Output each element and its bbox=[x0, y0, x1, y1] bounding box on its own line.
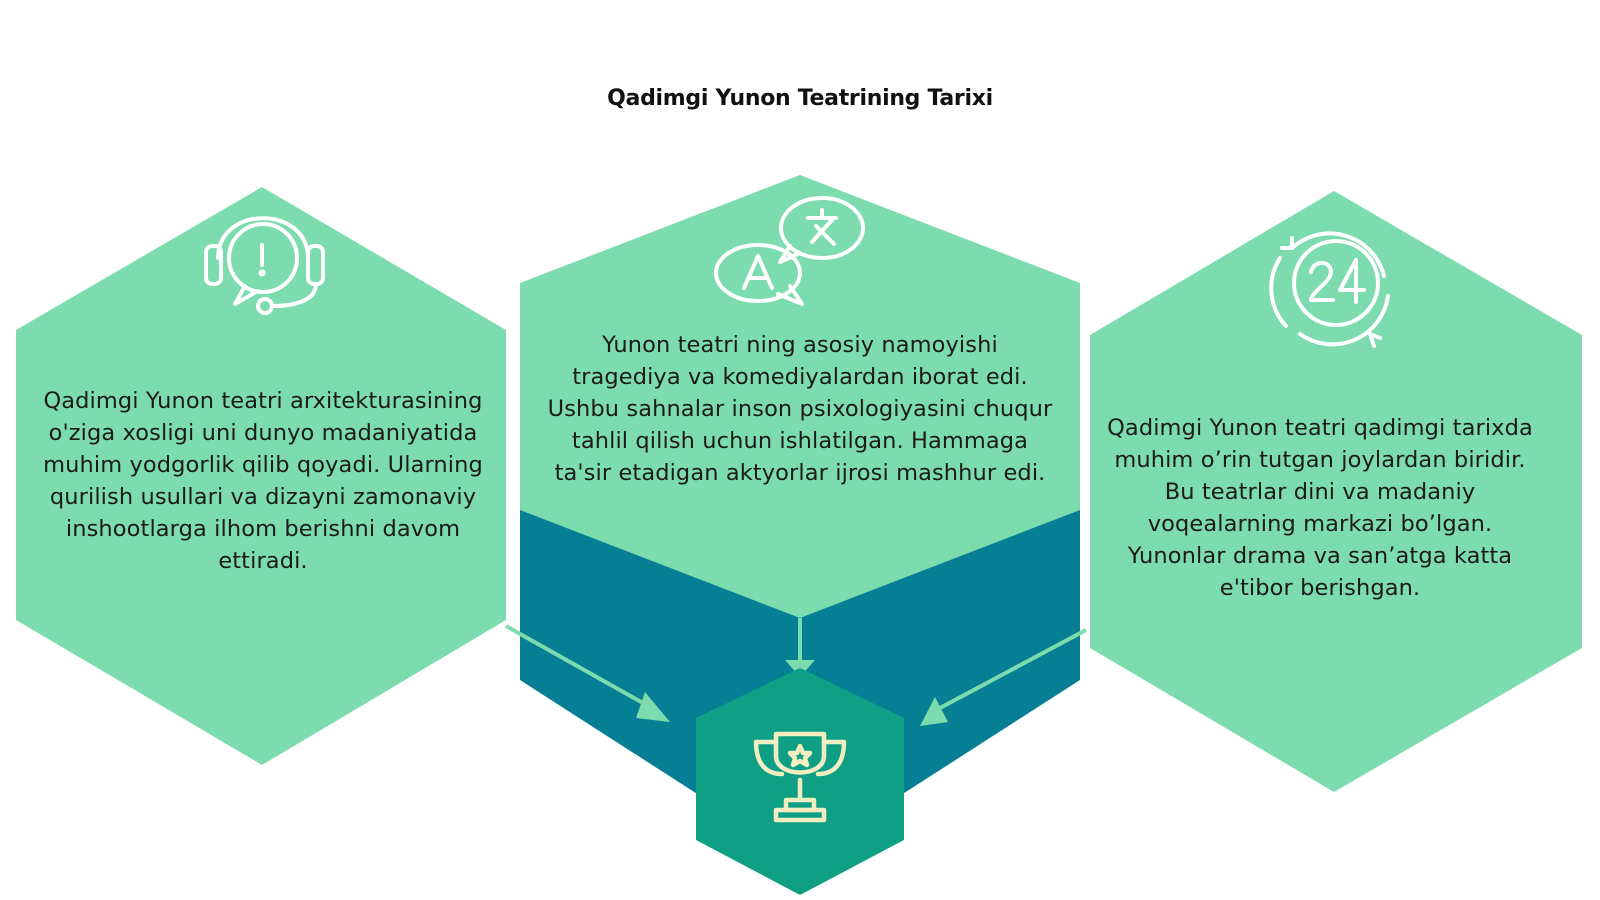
hexagon-right bbox=[1090, 191, 1582, 792]
arrow-right-head bbox=[920, 697, 948, 726]
arrow-right-line bbox=[939, 628, 1087, 710]
hexagon-left bbox=[16, 187, 506, 765]
diagram-title: Qadimgi Yunon Teatrining Tarixi bbox=[607, 86, 993, 111]
arrow-left-head bbox=[636, 692, 670, 722]
connector-arrows bbox=[505, 618, 1087, 726]
card-text-right: Qadimgi Yunon teatri qadimgi tarixda muh… bbox=[1107, 415, 1533, 601]
card-text-center: Yunon teatri ning asosiy namoyishi trage… bbox=[547, 332, 1053, 486]
headset-support-icon bbox=[204, 216, 325, 315]
trophy-icon bbox=[753, 731, 847, 823]
hexagon-center bbox=[520, 175, 1080, 618]
card-text-left: Qadimgi Yunon teatri arxitekturasining o… bbox=[43, 388, 483, 574]
arrow-left-line bbox=[505, 624, 651, 709]
translation-speech-bubbles-icon bbox=[714, 196, 865, 306]
24-hours-icon bbox=[1269, 231, 1390, 348]
